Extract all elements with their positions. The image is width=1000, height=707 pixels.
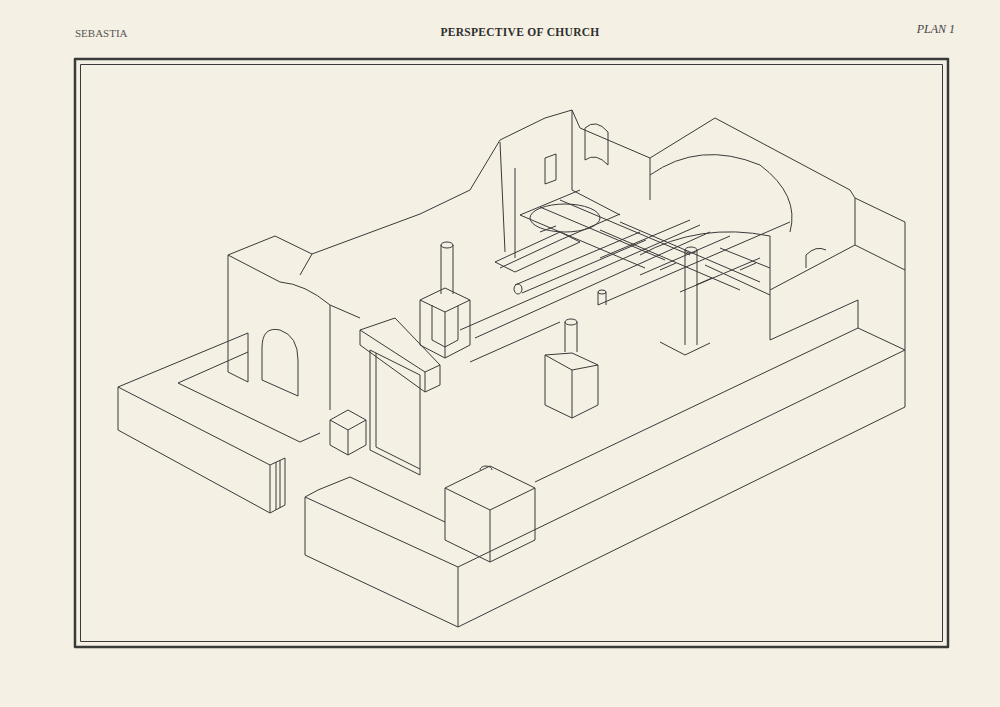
floor-slab — [495, 232, 580, 272]
church-drawing — [118, 110, 905, 627]
column-base — [545, 342, 710, 418]
column-top — [565, 319, 577, 325]
tall-left-wall — [228, 236, 360, 410]
inner-frame — [81, 65, 943, 642]
floor-tiles — [520, 190, 770, 295]
plan-number: PLAN 1 — [917, 22, 955, 36]
column-top — [598, 290, 606, 294]
column-top — [441, 242, 453, 248]
front-block — [445, 466, 535, 562]
right-wall — [770, 198, 905, 350]
back-wall — [312, 110, 855, 258]
wall-window — [545, 154, 556, 184]
small-cube — [330, 410, 366, 455]
drawing-title: PERSPECTIVE OF CHURCH — [440, 26, 599, 40]
front-wall — [305, 328, 905, 627]
u-pier — [420, 288, 470, 358]
outer-frame — [75, 59, 948, 647]
door-frame — [360, 318, 440, 475]
arched-window — [262, 329, 298, 396]
sheet-location: SEBASTIA — [75, 27, 128, 40]
left-low-wall — [118, 333, 320, 513]
column-end — [514, 284, 522, 294]
